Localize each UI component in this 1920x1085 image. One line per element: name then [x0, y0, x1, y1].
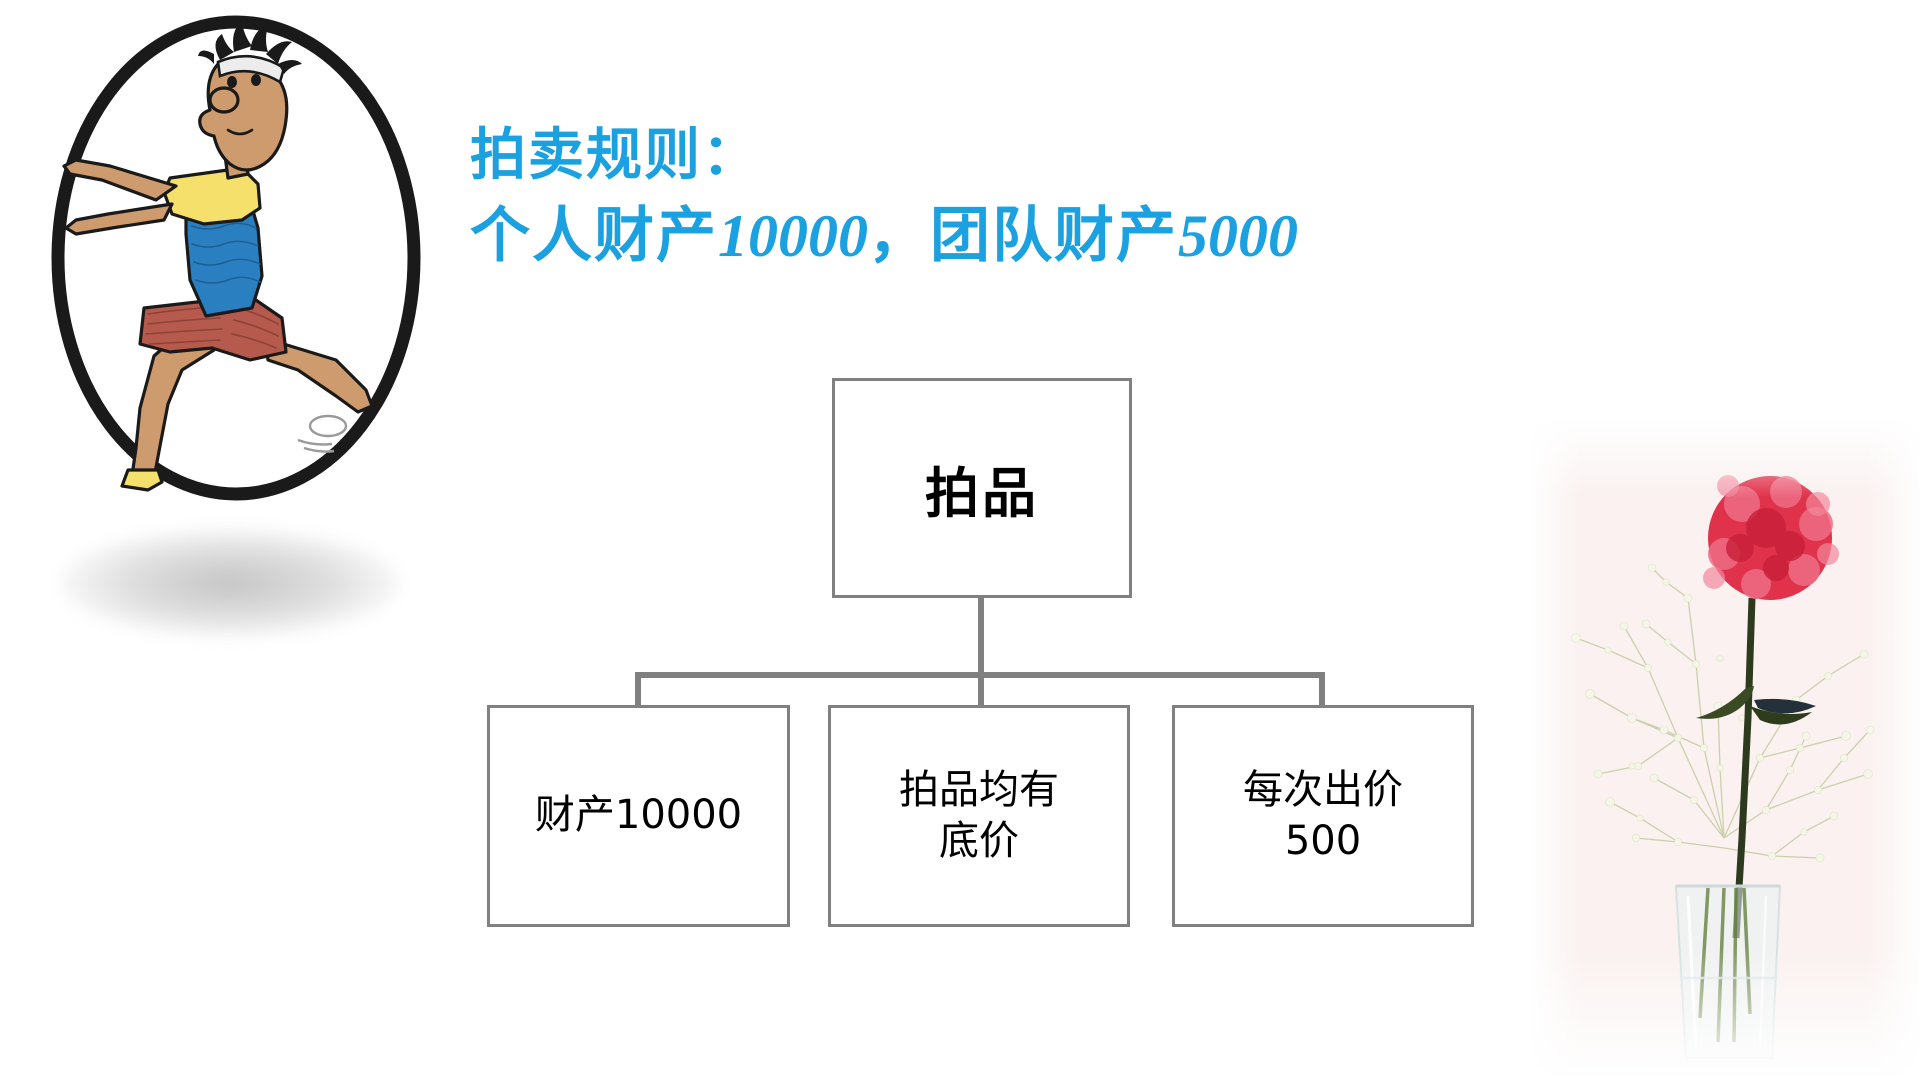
cartoon-runner-image [36, 8, 436, 508]
title-value-personal: 10000 [718, 203, 868, 270]
connector-horizontal-bus [635, 672, 1325, 678]
carnation-vase-image [1528, 418, 1920, 1080]
runner-svg [51, 15, 421, 501]
title-separator: ， [868, 201, 930, 272]
page-title-line-1: 拍卖规则： [470, 123, 760, 188]
title-prefix-team: 团队财产 [930, 201, 1178, 272]
org-node-root[interactable]: 拍品 [832, 378, 1132, 598]
flower-svg [1528, 418, 1920, 1080]
title-value-team: 5000 [1178, 203, 1298, 270]
title-prefix-personal: 个人财产 [470, 201, 718, 272]
page-title-line-2: 个人财产10000，团队财产5000 [470, 200, 1650, 273]
runner-drop-shadow [60, 528, 400, 638]
org-node-child-assets[interactable]: 财产10000 [487, 705, 790, 927]
title-block: 拍卖规则： 个人财产10000，团队财产5000 [470, 122, 1650, 274]
org-node-child-reserve-price[interactable]: 拍品均有底价 [828, 705, 1130, 927]
connector-root-stem [978, 598, 984, 678]
